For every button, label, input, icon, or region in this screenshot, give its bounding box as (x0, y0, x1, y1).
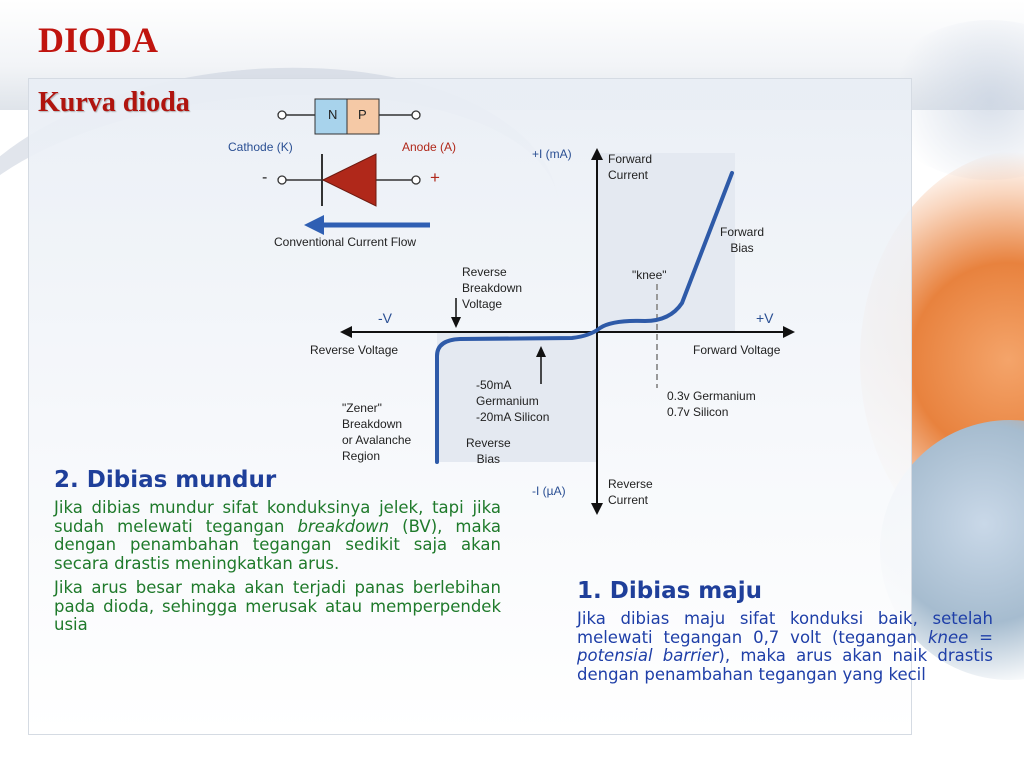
slide-title: DIODA (38, 20, 159, 60)
diode-diagram-graphic (277, 98, 795, 515)
v-axis-right-arrow (783, 326, 795, 338)
plus-v-label: +V (756, 310, 774, 326)
anode-label: Anode (A) (402, 140, 457, 154)
cathode-terminal (277, 175, 287, 185)
forward-voltage-label: Forward Voltage (693, 343, 781, 357)
current-flow-arrow-head (304, 215, 324, 235)
iv-curve (435, 171, 734, 464)
p-region (346, 98, 380, 135)
i-axis-up-arrow (591, 148, 603, 160)
knee-label: "knee" (632, 268, 667, 282)
v-axis-left-arrow (340, 326, 352, 338)
reverse-bias-paragraph-2: Jika arus besar maka akan terjadi panas … (54, 578, 501, 634)
n-region (314, 98, 348, 135)
forward-bias-section: 1. Dibias maju Jika dibias maju sifat ko… (577, 576, 993, 684)
n-label: N (328, 107, 338, 122)
reverse-bias-region (437, 332, 597, 462)
current-flow-label: Conventional Current Flow (274, 235, 417, 249)
reverse-bias-title: 2. Dibias mundur (54, 467, 277, 493)
cathode-label: Cathode (K) (228, 140, 293, 154)
minus-sign: - (262, 169, 268, 186)
diode-triangle (321, 153, 377, 207)
block-terminal-left (277, 110, 287, 120)
anode-terminal (411, 175, 421, 185)
forward-bias-paragraph: Jika dibias maju sifat konduksi baik, se… (577, 609, 993, 684)
breakdown-arrow-head (451, 317, 461, 328)
i-axis-down-arrow (591, 503, 603, 515)
forward-bias-region (597, 153, 735, 332)
forward-bias-title: 1. Dibias maju (577, 578, 763, 604)
diode-curve-diagram: N P Cathode (K) Anode (A) - + Convention… (220, 88, 820, 518)
slide-subtitle: Kurva dioda (38, 87, 190, 118)
plus-sign: + (430, 168, 440, 187)
reverse-current-arrow-head (536, 346, 546, 357)
minus-i-label: -I (µA) (532, 484, 566, 498)
p-label: P (358, 107, 367, 122)
block-terminal-right (411, 110, 421, 120)
reverse-voltage-label: Reverse Voltage (310, 343, 399, 357)
reverse-bias-paragraph-1: Jika dibias mundur sifat konduksinya jel… (54, 498, 501, 573)
reverse-bias-section: 2. Dibias mundur Jika dibias mundur sifa… (54, 465, 501, 635)
plus-i-label: +I (mA) (532, 147, 572, 161)
minus-v-label: -V (378, 310, 392, 326)
